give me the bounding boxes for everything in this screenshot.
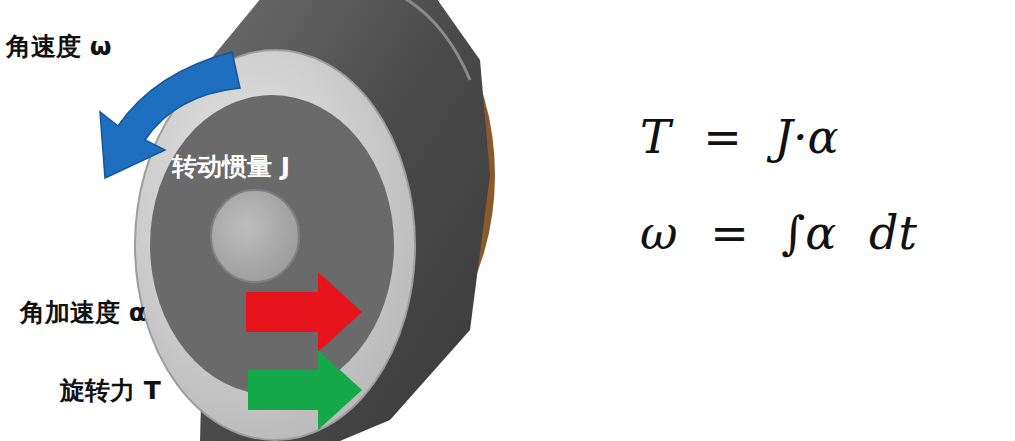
quantity-label: 角速度 ω <box>6 30 111 63</box>
angular-acceleration-arrow <box>246 272 362 352</box>
hub <box>211 190 299 282</box>
inner-disc <box>150 95 394 395</box>
quantity-label: 旋转力 T <box>60 374 161 407</box>
quantity-label: 转动惯量 J <box>172 150 290 183</box>
formula: T = J·α <box>640 110 839 164</box>
formula: ω = ∫α dt <box>640 206 917 260</box>
torque-arrow <box>248 350 362 430</box>
quantity-label: 角加速度 α <box>20 296 146 329</box>
